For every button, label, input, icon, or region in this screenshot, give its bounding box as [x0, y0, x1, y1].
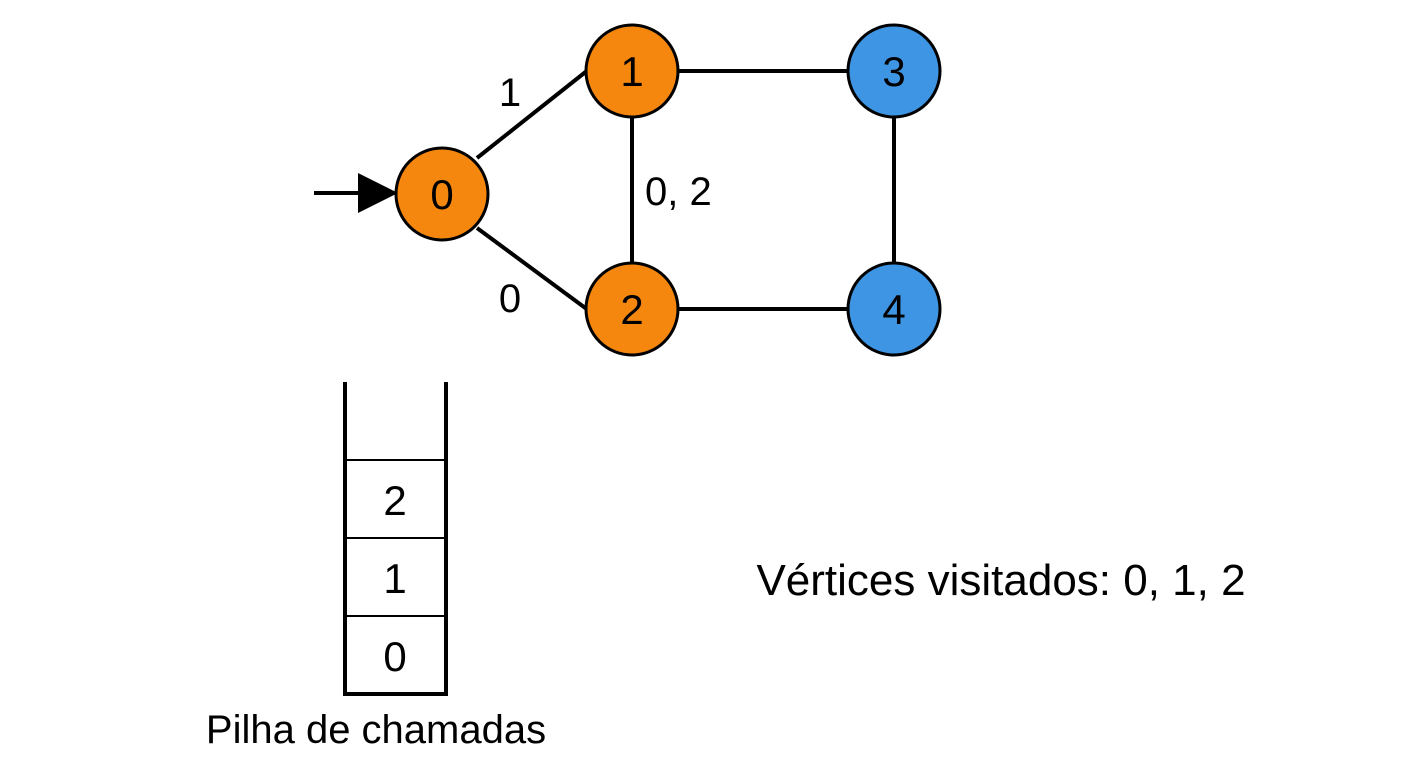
graph-node-1: 1 [584, 23, 680, 119]
node-circle-3 [846, 23, 942, 119]
edge-label-0-2: 0 [499, 277, 521, 321]
stack-item-top: 2 [383, 477, 406, 524]
graph-node-3: 3 [846, 23, 942, 119]
visited-vertices-text: Vértices visitados: 0, 1, 2 [756, 556, 1245, 605]
graph-edges [475, 68, 896, 312]
stack-item-middle: 1 [383, 555, 406, 602]
edge-0-1 [475, 68, 590, 160]
call-stack: 2 1 0 Pilha de chamadas [206, 382, 546, 752]
graph-node-0: 0 [394, 146, 490, 242]
node-label-4: 4 [882, 286, 905, 333]
node-circle-2 [584, 261, 680, 357]
edge-label-0-1: 1 [499, 71, 521, 115]
node-circle-1 [584, 23, 680, 119]
node-label-3: 3 [882, 48, 905, 95]
node-label-2: 2 [620, 286, 643, 333]
stack-item-bottom: 0 [383, 633, 406, 680]
stack-caption: Pilha de chamadas [206, 708, 546, 752]
node-label-0: 0 [430, 171, 453, 218]
node-circle-0 [394, 146, 490, 242]
graph-node-2: 2 [584, 261, 680, 357]
graph-node-4: 4 [846, 261, 942, 357]
node-label-1: 1 [620, 48, 643, 95]
edge-label-1-2: 0, 2 [645, 170, 712, 214]
edge-0-2 [475, 226, 590, 312]
node-circle-4 [846, 261, 942, 357]
